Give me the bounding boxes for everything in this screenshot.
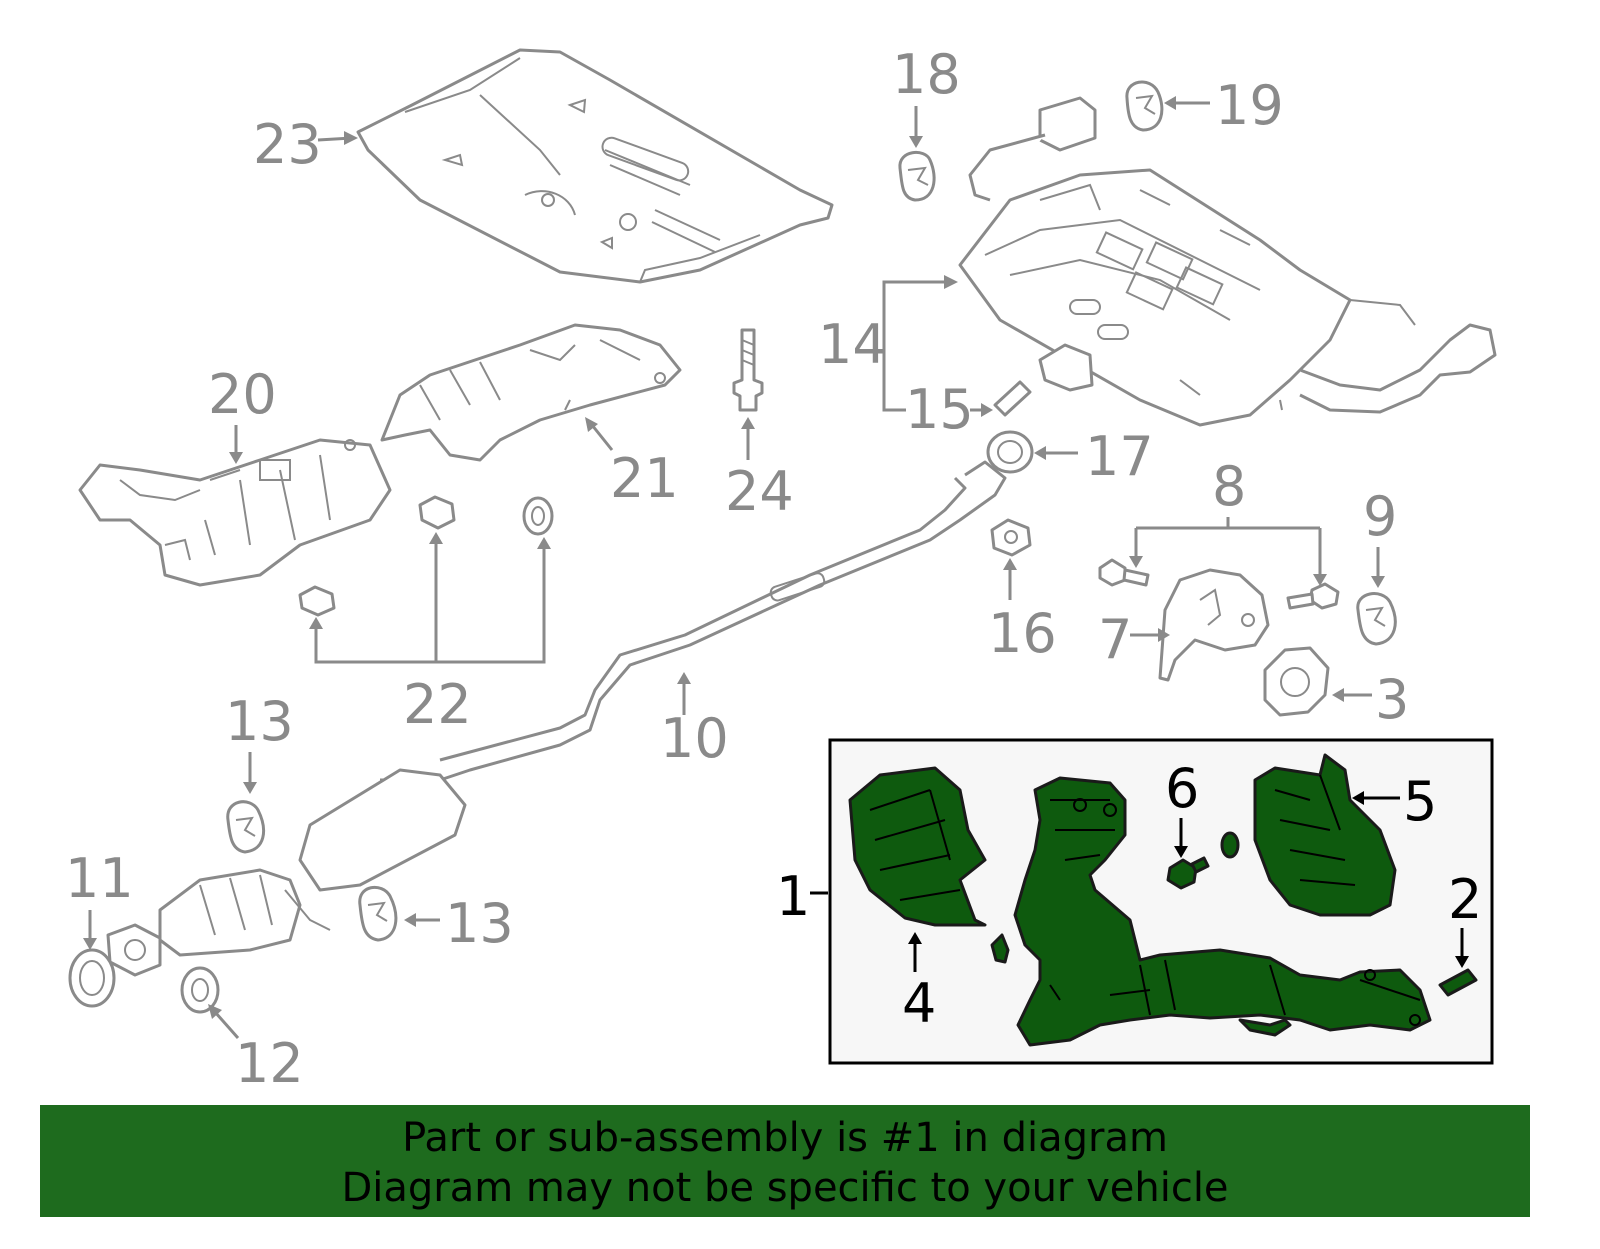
callout-23: 23 bbox=[253, 113, 322, 176]
arrow-13a bbox=[243, 782, 257, 794]
arrow-9 bbox=[1371, 576, 1385, 588]
leader-22 bbox=[314, 540, 546, 664]
callout-2: 2 bbox=[1448, 868, 1482, 931]
callout-9: 9 bbox=[1363, 485, 1397, 548]
callout-14: 14 bbox=[818, 313, 887, 376]
arrow-11 bbox=[83, 938, 97, 950]
callout-13a: 13 bbox=[225, 690, 294, 753]
callout-22: 22 bbox=[403, 673, 472, 736]
callout-15: 15 bbox=[905, 378, 974, 441]
arrow-21 bbox=[585, 417, 598, 432]
part-8-bolts bbox=[1098, 558, 1340, 610]
part-5-heat-shield bbox=[1253, 753, 1397, 917]
leader-12 bbox=[213, 1011, 240, 1039]
arrow-12 bbox=[208, 1004, 222, 1019]
banner-line-1: Part or sub-assembly is #1 in diagram bbox=[402, 1115, 1168, 1161]
part-4-heat-shield bbox=[848, 766, 987, 927]
arrow-4 bbox=[908, 932, 922, 944]
notice-banner: Part or sub-assembly is #1 in diagram Di… bbox=[40, 1105, 1530, 1217]
arrow-18 bbox=[909, 136, 923, 148]
part-14-muffler-assembly bbox=[958, 96, 1497, 427]
callout-19: 19 bbox=[1215, 74, 1284, 137]
part-3-gasket bbox=[1263, 646, 1330, 717]
arrow-15 bbox=[981, 403, 993, 417]
callout-21: 21 bbox=[610, 447, 679, 510]
arrow-16 bbox=[1003, 558, 1017, 570]
arrow-23 bbox=[344, 131, 358, 145]
callout-24: 24 bbox=[725, 460, 794, 523]
arrow-5 bbox=[1352, 791, 1364, 805]
part-13-hanger-upper bbox=[226, 800, 266, 854]
part-18-rubber-hanger bbox=[898, 151, 936, 202]
part-2-pin bbox=[1438, 968, 1478, 997]
arrow-7 bbox=[1158, 628, 1170, 642]
callout-17: 17 bbox=[1085, 425, 1154, 488]
arrow-20 bbox=[229, 452, 243, 464]
arrows-22 bbox=[309, 532, 551, 629]
part-13-hanger-lower bbox=[358, 885, 398, 942]
arrow-24 bbox=[741, 417, 755, 429]
arrow-14 bbox=[944, 275, 958, 289]
arrow-13b bbox=[404, 913, 416, 927]
part-9-hanger bbox=[1356, 592, 1397, 646]
arrow-6 bbox=[1174, 846, 1188, 858]
part-10-exhaust-pipe bbox=[106, 460, 1007, 977]
callout-18: 18 bbox=[892, 43, 961, 106]
arrow-17 bbox=[1034, 446, 1046, 460]
arrow-2 bbox=[1455, 956, 1469, 968]
part-inset-small-bracket bbox=[990, 933, 1010, 964]
part-16-flange-nut bbox=[990, 518, 1032, 557]
callout-3: 3 bbox=[1375, 668, 1409, 731]
callout-11: 11 bbox=[65, 847, 134, 910]
arrow-3 bbox=[1332, 688, 1344, 702]
part-21-heat-shield bbox=[380, 323, 682, 462]
part-23-underbody-shield bbox=[356, 48, 834, 284]
leader-14 bbox=[882, 280, 945, 412]
callout-4: 4 bbox=[902, 972, 936, 1035]
arrow-10 bbox=[677, 672, 691, 684]
callout-7: 7 bbox=[1098, 608, 1132, 671]
callout-13b: 13 bbox=[445, 892, 514, 955]
part-24-stud-bolt bbox=[732, 328, 764, 412]
callout-6: 6 bbox=[1165, 757, 1199, 820]
part-12-nut bbox=[180, 966, 220, 1014]
leader-21 bbox=[590, 424, 614, 451]
banner-line-2: Diagram may not be specific to your vehi… bbox=[341, 1165, 1229, 1211]
part-6-bolt bbox=[1166, 831, 1240, 890]
part-20-heat-shield bbox=[78, 438, 392, 587]
callout-20: 20 bbox=[208, 363, 277, 426]
part-17-gasket bbox=[986, 430, 1034, 474]
leader-8 bbox=[1134, 517, 1322, 578]
callout-5: 5 bbox=[1403, 770, 1437, 833]
callout-10: 10 bbox=[660, 707, 729, 770]
part-15-pin bbox=[993, 380, 1032, 417]
callout-12: 12 bbox=[235, 1032, 304, 1095]
arrow-19 bbox=[1164, 96, 1176, 110]
part-22-nuts bbox=[298, 495, 554, 617]
callout-8: 8 bbox=[1212, 455, 1246, 518]
part-11-gasket bbox=[68, 948, 116, 1008]
callout-16: 16 bbox=[988, 602, 1057, 665]
part-7-heat-shield bbox=[1158, 568, 1270, 682]
part-19-rubber-hanger bbox=[1125, 80, 1164, 132]
part-1-exhaust-manifold-converter bbox=[1013, 776, 1432, 1047]
callout-1: 1 bbox=[776, 865, 810, 928]
